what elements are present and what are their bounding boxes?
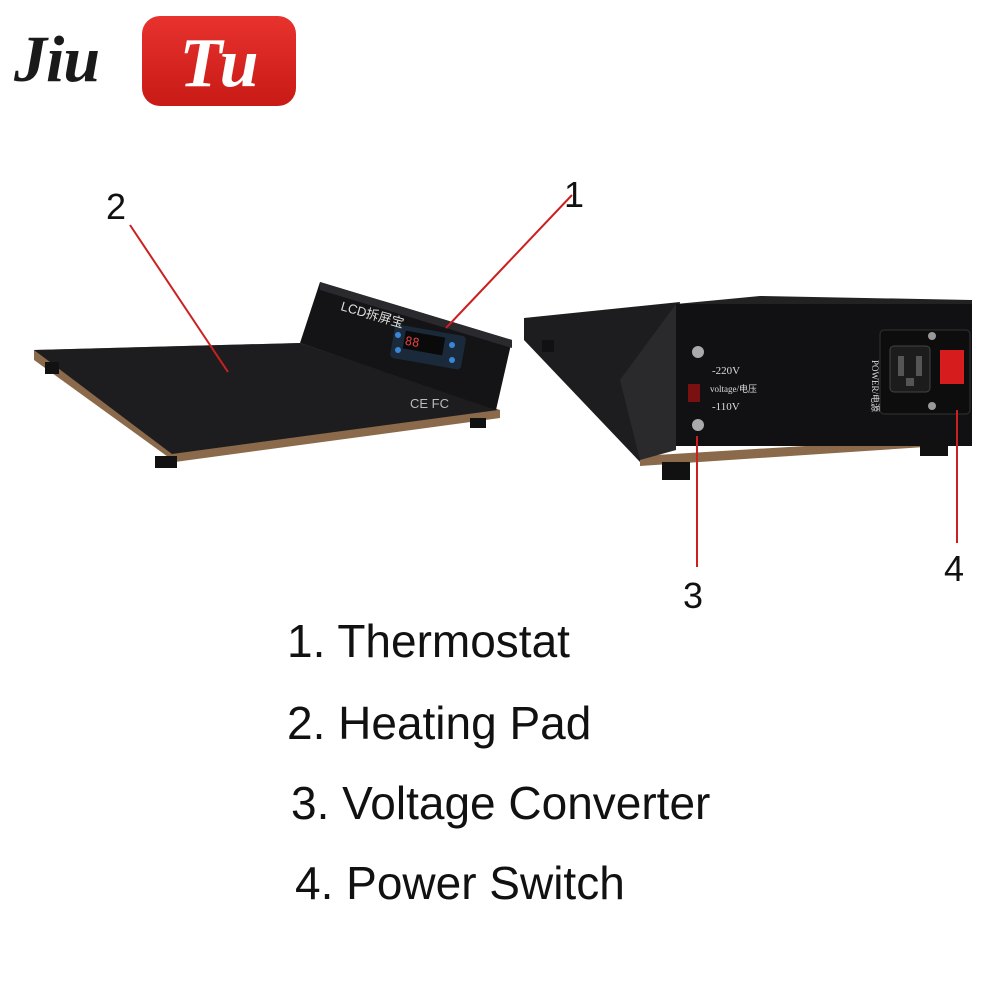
callout-number-2: 2: [106, 186, 127, 227]
logo-text-jiu: Jiu: [14, 23, 100, 96]
power-switch: [940, 350, 964, 384]
jiutu-logo: Jiu Tu: [14, 10, 314, 110]
svg-text:voltage/电压: voltage/电压: [710, 383, 757, 394]
logo-red-badge: Tu: [142, 16, 296, 106]
right-device: -220V voltage/电压 -110V POWER/电源: [524, 296, 972, 480]
legend-item-voltage-converter: 3. Voltage Converter: [291, 777, 711, 829]
svg-text:-110V: -110V: [712, 401, 740, 413]
left-device: 88 LCD拆屏宝 CE FC: [34, 282, 512, 468]
svg-text:POWER/电源: POWER/电源: [870, 360, 881, 412]
leader-line-2: [129, 224, 229, 373]
leader-line-1: [445, 194, 573, 329]
voltage-switch: [688, 384, 700, 402]
legend-item-thermostat: 1. Thermostat: [287, 615, 570, 667]
callout-number-1: 1: [564, 174, 585, 215]
legend-item-heating-pad: 2. Heating Pad: [287, 697, 592, 749]
svg-text:88: 88: [404, 334, 421, 350]
callout-number-4: 4: [944, 548, 965, 589]
legend-item-power-switch: 4. Power Switch: [295, 857, 625, 909]
callout-number-3: 3: [683, 575, 704, 616]
svg-text:-220V: -220V: [712, 365, 740, 377]
svg-text:CE FC: CE FC: [410, 396, 449, 411]
logo-text-tu: Tu: [179, 25, 259, 102]
